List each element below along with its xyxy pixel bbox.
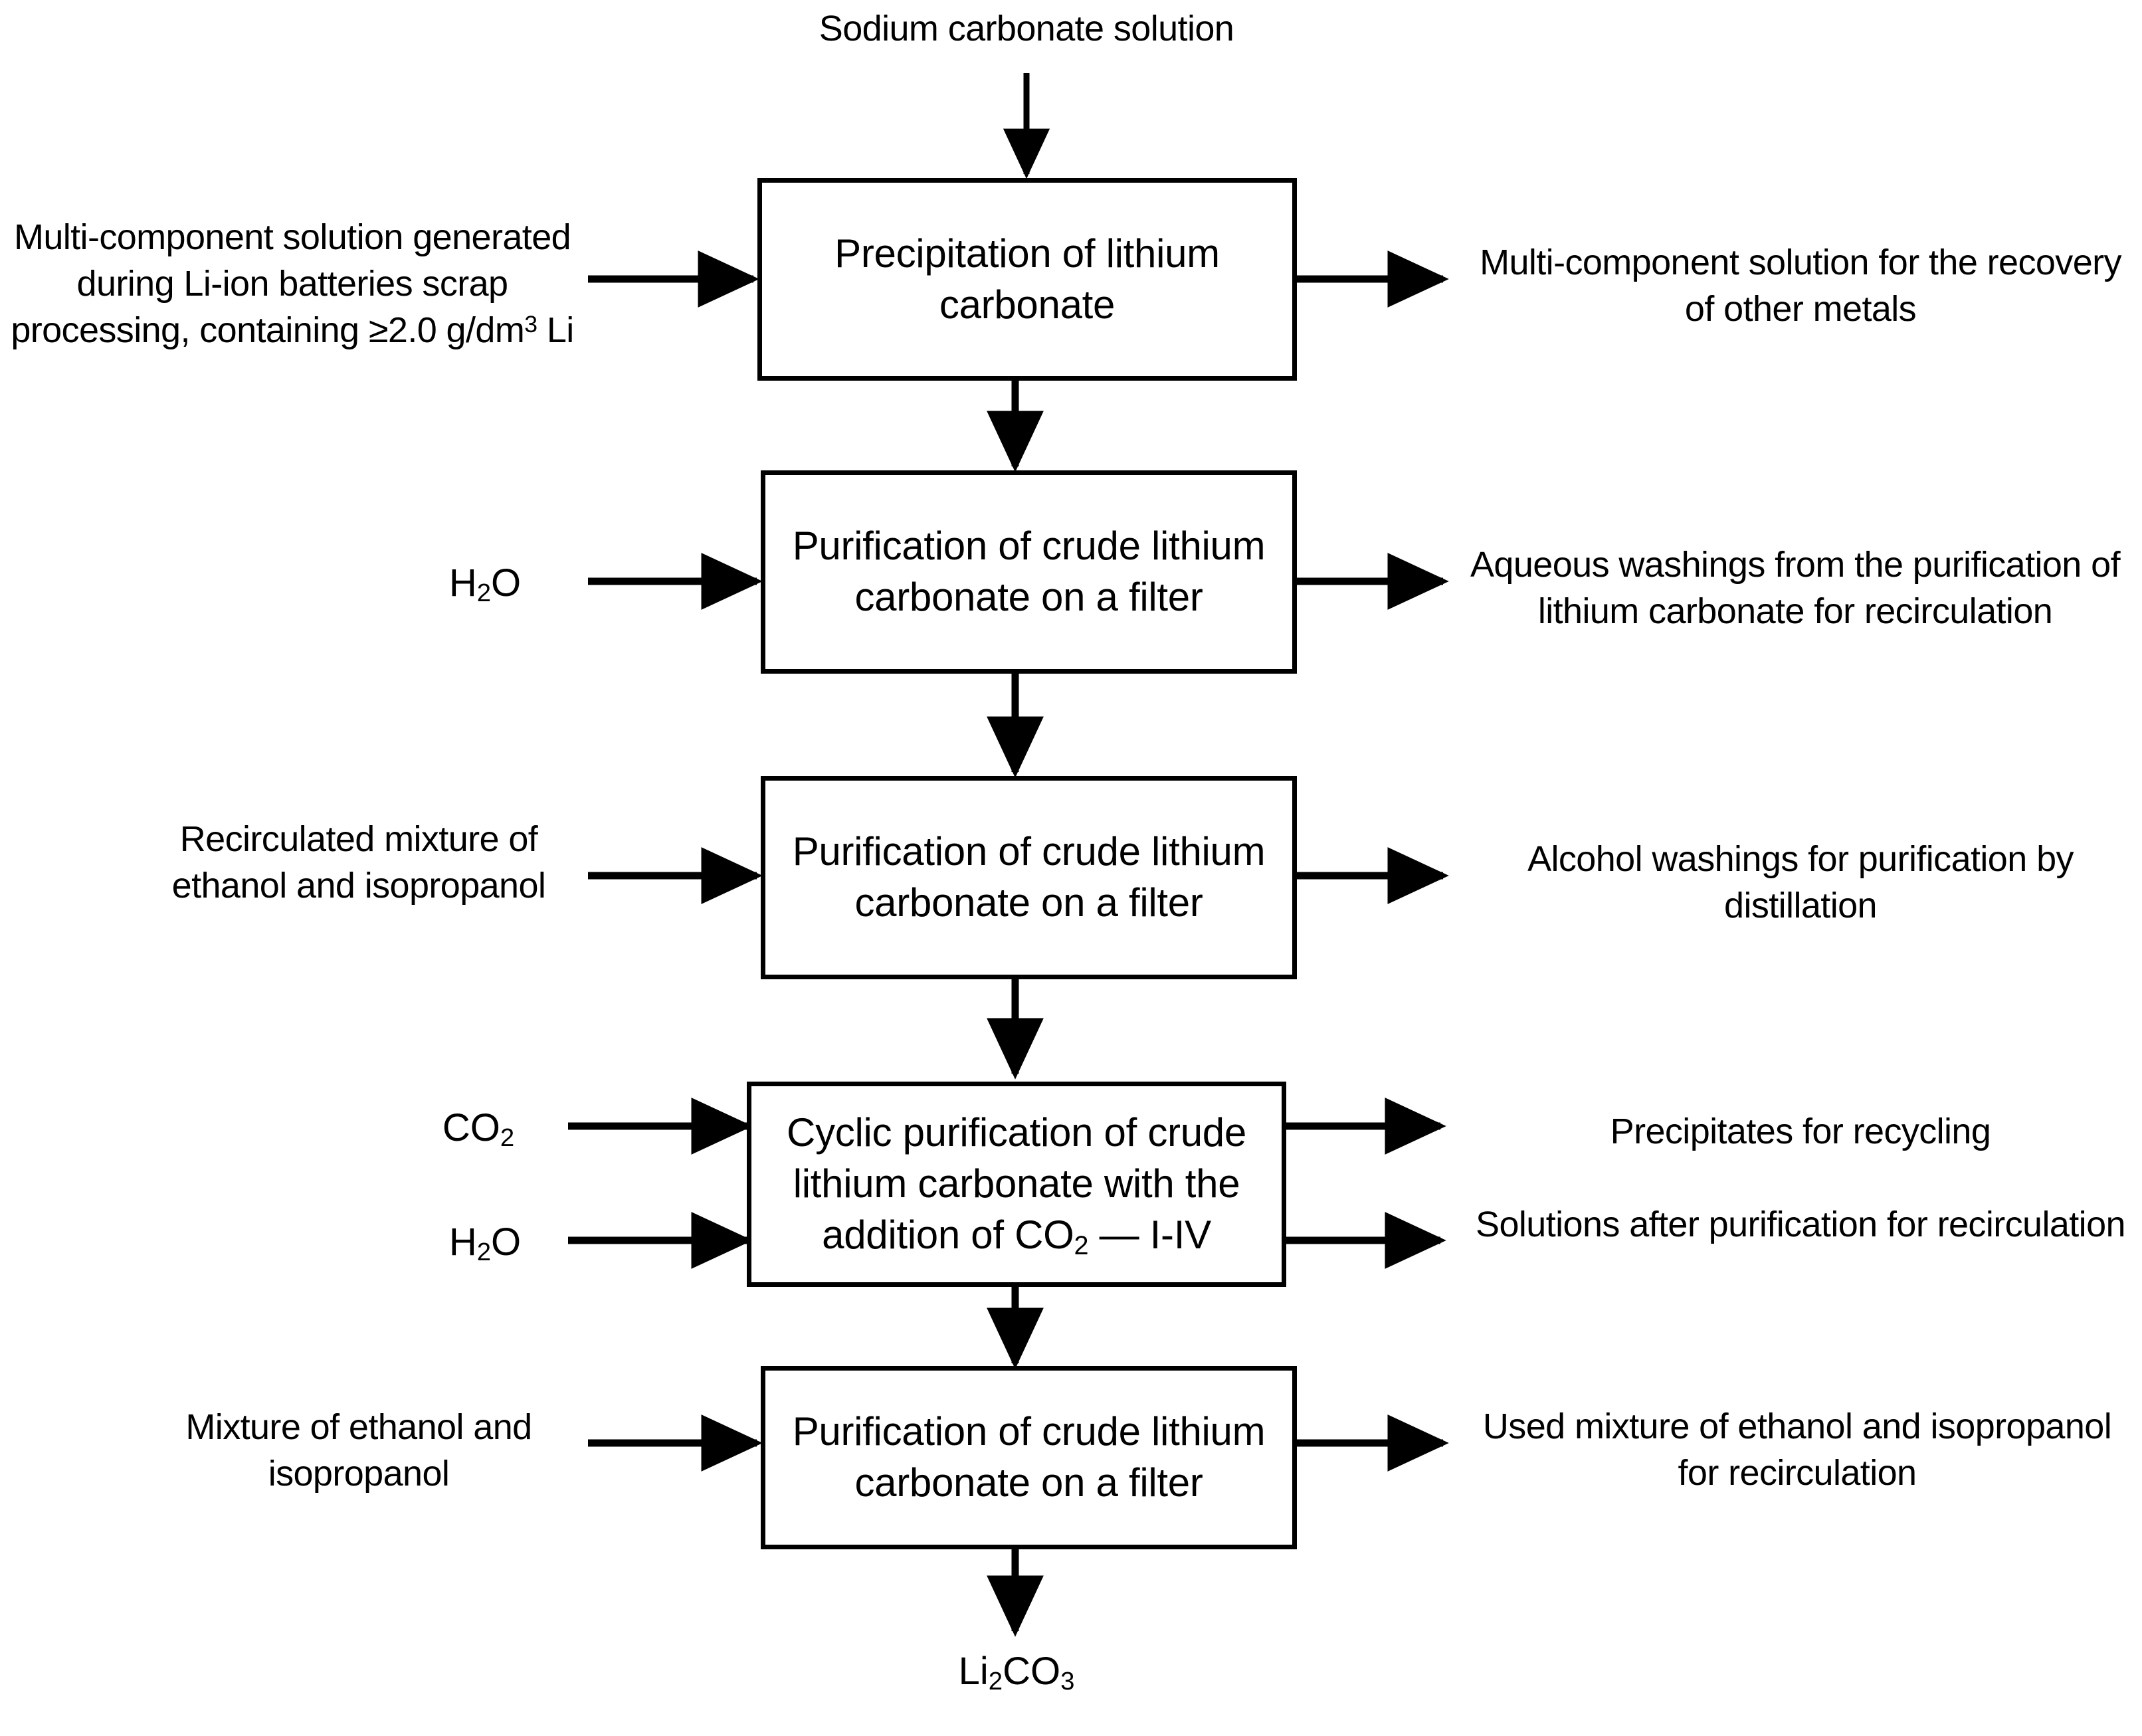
process-node-precipitation[interactable]: Precipitation of lithium carbonate — [757, 178, 1297, 381]
co2-sub: 2 — [500, 1123, 515, 1153]
input-label-multicomponent-feed: Multi-component solution generated durin… — [7, 214, 578, 354]
process-node-purification-water-label: Purification of crude lithium carbonate … — [792, 524, 1266, 619]
process-node-purification-alcohol-recirculated[interactable]: Purification of crude lithium carbonate … — [761, 776, 1297, 979]
water-1-pre: H — [448, 561, 477, 605]
input-label-recirculated-alcohol-mixture: Recirculated mixture of ethanol and isop… — [171, 819, 546, 906]
input-label-water-1: H2O — [399, 558, 571, 608]
top-input-label: Sodium carbonate solution — [819, 9, 1234, 48]
co2-pre: CO — [442, 1106, 500, 1149]
cyclic-line-3-pre: addition of CO — [822, 1212, 1074, 1257]
process-node-precipitation-label: Precipitation of lithium carbonate — [834, 231, 1220, 327]
input-label-fresh-alcohol-mixture: Mixture of ethanol and isopropanol — [185, 1407, 532, 1494]
input-label-carbon-dioxide: CO2 — [392, 1103, 565, 1153]
process-node-purification-water[interactable]: Purification of crude lithium carbonate … — [761, 470, 1297, 674]
input-feed-line-3-pre: processing, containing ≥2.0 g/dm — [11, 310, 525, 351]
process-node-purification-alcohol-final-label: Purification of crude lithium carbonate … — [792, 1409, 1266, 1505]
input-label-water-2: H2O — [399, 1217, 571, 1267]
output-label-multicomponent-recovery: Multi-component solution for the recover… — [1480, 242, 2121, 330]
output-label-solutions-recirculation: Solutions after purification for recircu… — [1476, 1205, 2125, 1244]
input-feed-line-3-post: Li — [537, 310, 574, 351]
bottom-output-label: Li2CO3 — [864, 1646, 1169, 1696]
product-sub1: 2 — [988, 1667, 1003, 1696]
cyclic-line-2: lithium carbonate with the — [793, 1161, 1240, 1206]
product-mid: CO — [1003, 1650, 1061, 1693]
output-label-precipitates-recycling: Precipitates for recycling — [1610, 1111, 1991, 1151]
product-sub2: 3 — [1060, 1667, 1075, 1696]
process-node-purification-alcohol-recirculated-label: Purification of crude lithium carbonate … — [792, 829, 1266, 925]
process-node-purification-alcohol-final[interactable]: Purification of crude lithium carbonate … — [761, 1366, 1297, 1549]
water-2-sub: 2 — [476, 1238, 492, 1267]
output-label-alcohol-washings: Alcohol washings for purification by dis… — [1527, 839, 2074, 926]
output-label-used-alcohol-mixture: Used mixture of ethanol and isopropanol … — [1482, 1406, 2112, 1494]
input-feed-line-2: during Li-ion batteries scrap — [76, 264, 509, 304]
process-node-cyclic-purification-label: Cyclic purification of crude lithium car… — [769, 1108, 1264, 1260]
water-2-post: O — [491, 1220, 522, 1264]
water-1-post: O — [491, 561, 522, 605]
cyclic-line-3-post: — I-IV — [1088, 1212, 1212, 1257]
input-feed-line-3-sup: 3 — [524, 311, 537, 338]
water-2-pre: H — [448, 1220, 477, 1264]
output-label-aqueous-washings: Aqueous washings from the purification o… — [1470, 545, 2121, 632]
input-feed-line-1: Multi-component solution generated — [13, 217, 571, 257]
cyclic-line-3-sub: 2 — [1074, 1230, 1089, 1260]
cyclic-line-1: Cyclic purification of crude — [787, 1110, 1246, 1155]
process-node-cyclic-purification[interactable]: Cyclic purification of crude lithium car… — [747, 1082, 1286, 1287]
water-1-sub: 2 — [476, 579, 492, 608]
product-pre: Li — [958, 1650, 989, 1693]
